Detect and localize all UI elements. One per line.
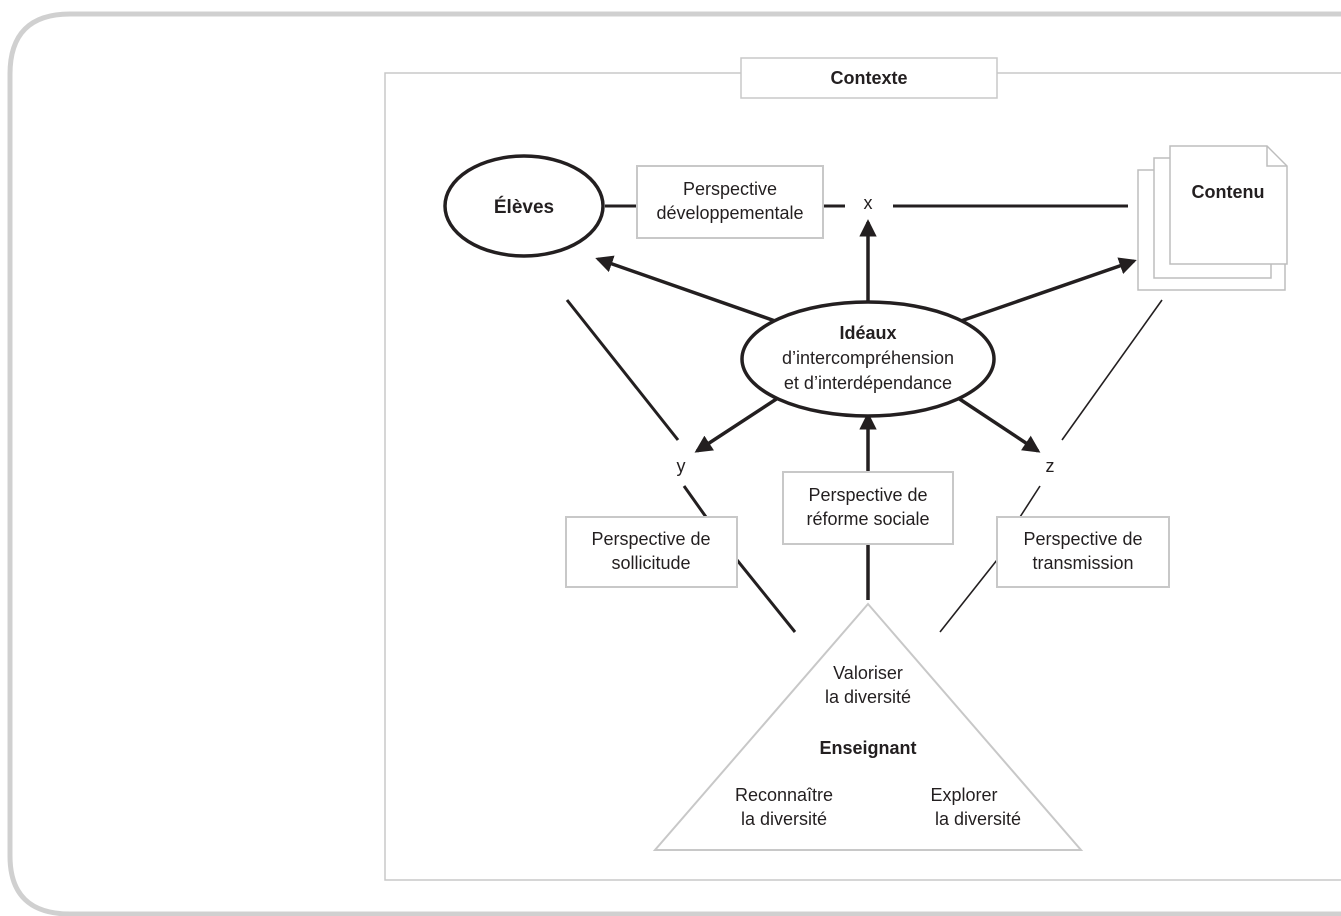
- connector-z-teacher-a: [1019, 485, 1041, 518]
- social-reform-perspective-box: [782, 471, 954, 545]
- transmission-perspective-line2: transmission: [1032, 553, 1133, 573]
- teacher-top-line1: Valoriser: [833, 663, 903, 683]
- care-perspective-line1: Perspective de: [591, 529, 710, 549]
- transmission-perspective-line1: Perspective de: [1023, 529, 1142, 549]
- teacher-triangle: [652, 602, 1084, 851]
- arrow-to-y: [694, 394, 782, 453]
- connector-y-teacher-a: [682, 485, 708, 518]
- developmental-perspective-box: [636, 165, 824, 239]
- content-document-icon: [1137, 145, 1288, 291]
- teacher-right-line1: Explorer: [930, 785, 997, 805]
- arrow-to-students: [595, 255, 779, 324]
- teacher-title: Enseignant: [819, 738, 916, 758]
- teacher-left-line1: Reconnaître: [735, 785, 833, 805]
- connector-z-teacher-b: [939, 559, 998, 633]
- developmental-perspective-line2: développementale: [656, 203, 803, 223]
- marker-z: z: [1046, 456, 1055, 476]
- marker-y: y: [677, 456, 686, 476]
- connector-students-y: [565, 299, 680, 441]
- ideals-node: [740, 300, 996, 418]
- students-node: [443, 154, 605, 258]
- content-label: Contenu: [1192, 182, 1265, 202]
- context-title: Contexte: [830, 68, 907, 88]
- ideals-line2: et d’interdépendance: [784, 373, 952, 393]
- arrow-to-content: [957, 257, 1137, 324]
- ideals-line1: d’intercompréhension: [782, 348, 954, 368]
- context-title-box: [740, 57, 998, 99]
- students-label: Élèves: [494, 196, 554, 218]
- transmission-perspective-box: [996, 516, 1170, 588]
- teacher-top-line2: la diversité: [825, 687, 911, 707]
- developmental-perspective-line1: Perspective: [683, 179, 777, 199]
- ideals-title: Idéaux: [839, 323, 896, 343]
- teacher-left-line2: la diversité: [741, 809, 827, 829]
- teacher-right-line2: la diversité: [935, 809, 1021, 829]
- context-frame: [384, 72, 1341, 881]
- social-reform-perspective-line1: Perspective de: [808, 485, 927, 505]
- outer-panel: [7, 11, 1341, 916]
- connector-y-teacher-b: [735, 559, 797, 633]
- marker-x: x: [864, 193, 873, 213]
- care-perspective-line2: sollicitude: [611, 553, 690, 573]
- care-perspective-box: [565, 516, 738, 588]
- social-reform-perspective-line2: réforme sociale: [806, 509, 929, 529]
- connector-content-z: [1061, 299, 1163, 441]
- arrow-to-z: [954, 394, 1041, 453]
